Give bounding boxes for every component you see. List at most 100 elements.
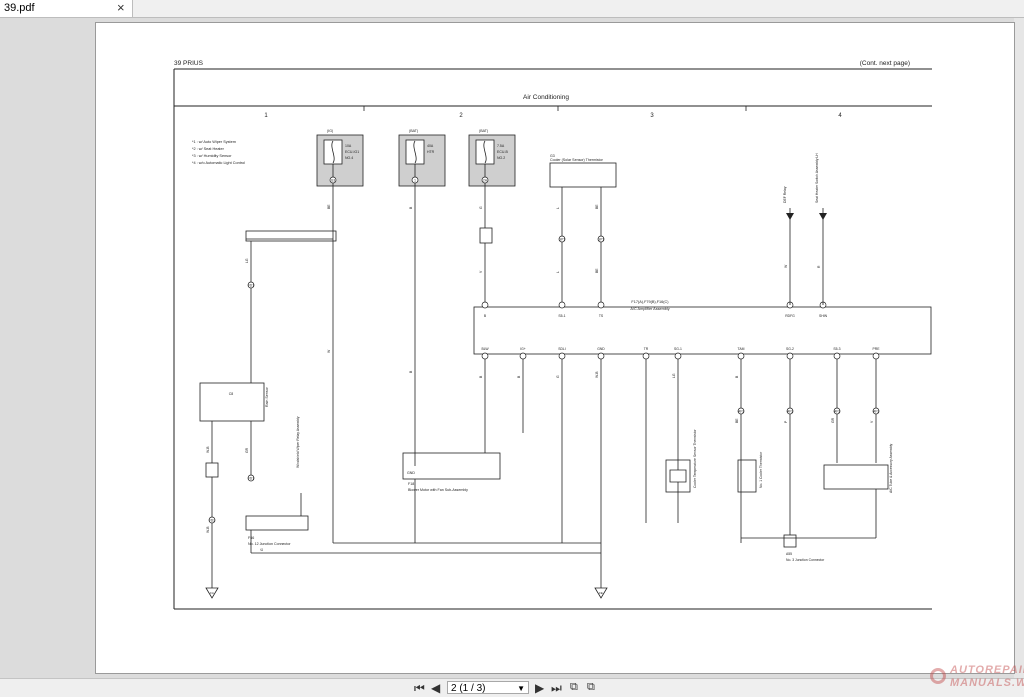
wire-color-label: L — [556, 271, 560, 273]
seat-heater-label: Seat Heater Switch Assembly LH — [815, 153, 819, 203]
pin-label: G3 — [331, 179, 335, 183]
amp-bottom-pin — [597, 352, 605, 360]
wire-color-label: G — [260, 548, 264, 551]
fuse-name2: NO.4 — [345, 156, 353, 160]
solar-sensor-box — [549, 162, 617, 188]
amp-bottom-pin-label: SG-1 — [674, 347, 682, 351]
fuse-rating: 10A — [345, 144, 352, 148]
amp-bottom-pin — [674, 352, 682, 360]
jc-ecub — [479, 227, 493, 244]
note-text: *1 : w/ Auto Wiper System — [192, 140, 236, 144]
wire-color-label: B — [409, 370, 413, 373]
wire-color-label: W-B — [206, 446, 210, 453]
fuse-source: (BAT) — [479, 129, 488, 133]
fit-page-icon[interactable]: ⧉ — [570, 681, 578, 693]
amp-bottom-pin-label: SDLI — [558, 347, 566, 351]
column-number: 4 — [838, 113, 842, 119]
pressure-sensor-box — [823, 464, 889, 490]
wire-color-label: B — [409, 206, 413, 209]
rain-sensor-label: Rain Sensor — [265, 386, 269, 407]
amplifier-name: A/C Amplifier Assembly — [630, 307, 669, 311]
defog-label: DEF Relay — [783, 186, 787, 203]
wire-color-label: LG — [672, 373, 676, 378]
amp-bottom-pin-label: TR — [644, 347, 649, 351]
fit-width-icon[interactable]: ⧉ — [587, 681, 595, 693]
connector-af3 — [872, 407, 880, 415]
first-page-icon[interactable]: ⏮ — [414, 681, 425, 695]
pdf-page: 39 PRIUS(Cont. next page)Air Conditionin… — [95, 22, 1015, 674]
ac-amplifier-box — [473, 306, 932, 355]
pin-label: FD2 — [209, 519, 215, 523]
jc-small — [205, 462, 219, 478]
wire-color-label: W-B — [595, 371, 599, 378]
pin-label: AF3 — [738, 410, 744, 414]
amp-bottom-pin-label: PRE — [873, 347, 881, 351]
thermistor-icon — [669, 469, 687, 483]
next-page-icon[interactable]: ▶ — [535, 681, 545, 695]
amp-bottom-pin-label: GND — [597, 347, 605, 351]
amp-top-pin — [558, 301, 566, 309]
fuse-name: ECU-IG1 — [345, 150, 359, 154]
last-page-icon[interactable]: ⏭ — [551, 681, 562, 695]
wire-color-label: W-B — [206, 526, 210, 533]
page-select[interactable]: 2 (1 / 3) ▼ — [447, 681, 529, 694]
page-navigation-bar: ⏮ ◀ 2 (1 / 3) ▼ ▶ ⏭ ⧉ ⧉ — [0, 678, 1024, 697]
connector-af3 — [833, 407, 841, 415]
fuse-icon — [413, 140, 417, 164]
watermark-line2: MANUALS.WS — [950, 677, 1024, 689]
wiring-diagram: 39 PRIUS(Cont. next page)Air Conditionin… — [173, 60, 932, 610]
pin-label: AF3 — [834, 410, 840, 414]
ambient-thermistor-label: No. 1 Cooler Thermistor — [759, 451, 763, 488]
rain-sensor-id: C8 — [229, 392, 234, 396]
amp-top-pin — [597, 301, 605, 309]
blower-motor-box — [402, 452, 501, 480]
fuse-name2: NO.2 — [497, 156, 505, 160]
blower-label: Blower Motor with Fan Sub-Assembly — [408, 488, 468, 492]
amp-top-pin-label: SHIN — [819, 314, 828, 318]
note-text: *4 : w/o Automatic Light Control — [192, 161, 245, 165]
ground-label: FA — [210, 591, 214, 595]
connector-gp1 — [558, 235, 566, 243]
pin-label: GP1 — [598, 238, 605, 242]
vertical-scrollbar[interactable] — [1014, 18, 1024, 678]
amp-bottom-pin — [642, 352, 650, 360]
watermark-logo: AUTOREPAIR MANUALS.WS — [928, 662, 1024, 694]
wire-color-label: L — [556, 207, 560, 209]
wire-color-label: GR — [245, 447, 249, 453]
wire-color-label: GR — [831, 417, 835, 423]
amp-bottom-pin-label: IG+ — [520, 347, 526, 351]
tab-title: 39.pdf — [4, 2, 35, 14]
connector-af3 — [786, 407, 794, 415]
note-text: *3 : w/ Humidity Sensor — [192, 154, 232, 158]
wire-color-label: BE — [735, 418, 739, 423]
prev-page-icon[interactable]: ◀ — [431, 681, 441, 695]
amp-bottom-pin — [872, 352, 880, 360]
wiper-label: Windshield Wiper Relay Assembly — [296, 416, 300, 468]
rain-sensor-box — [199, 382, 265, 422]
amp-top-pin — [481, 301, 489, 309]
jc3-label: No. 3 Junction Connector — [786, 558, 825, 562]
fuse-source: (IG) — [327, 129, 333, 133]
note-text: *2 : w/ Seat Heater — [192, 147, 225, 151]
wire-color-label: BE — [595, 268, 599, 273]
wire-color-label: B — [517, 375, 521, 378]
page-select-value: 2 (1 / 3) — [451, 683, 486, 694]
close-icon[interactable]: × — [117, 0, 125, 15]
ground-fa — [205, 587, 219, 599]
continued-label: (Cont. next page) — [860, 60, 910, 67]
wire-color-label: BE — [327, 204, 331, 209]
fuse-icon — [483, 140, 487, 164]
fuse-name: HTR — [427, 150, 435, 154]
arrow-seat — [819, 213, 827, 220]
amp-bottom-pin — [833, 352, 841, 360]
junction-f66 — [245, 515, 309, 531]
pin-label: 1 — [414, 179, 416, 183]
amp-top-pin-label: TS — [599, 314, 604, 318]
amp-bottom-pin-label: S5-3 — [833, 347, 840, 351]
tab-document[interactable]: 39.pdf × — [0, 0, 133, 17]
wire-color-label: P — [784, 420, 788, 423]
wire-color-label: G — [556, 375, 560, 378]
connector-af3 — [737, 407, 745, 415]
pressure-sensor-label: A/C Tube & Accessory Assembly — [889, 444, 893, 493]
wire-color-label: LG — [245, 258, 249, 263]
